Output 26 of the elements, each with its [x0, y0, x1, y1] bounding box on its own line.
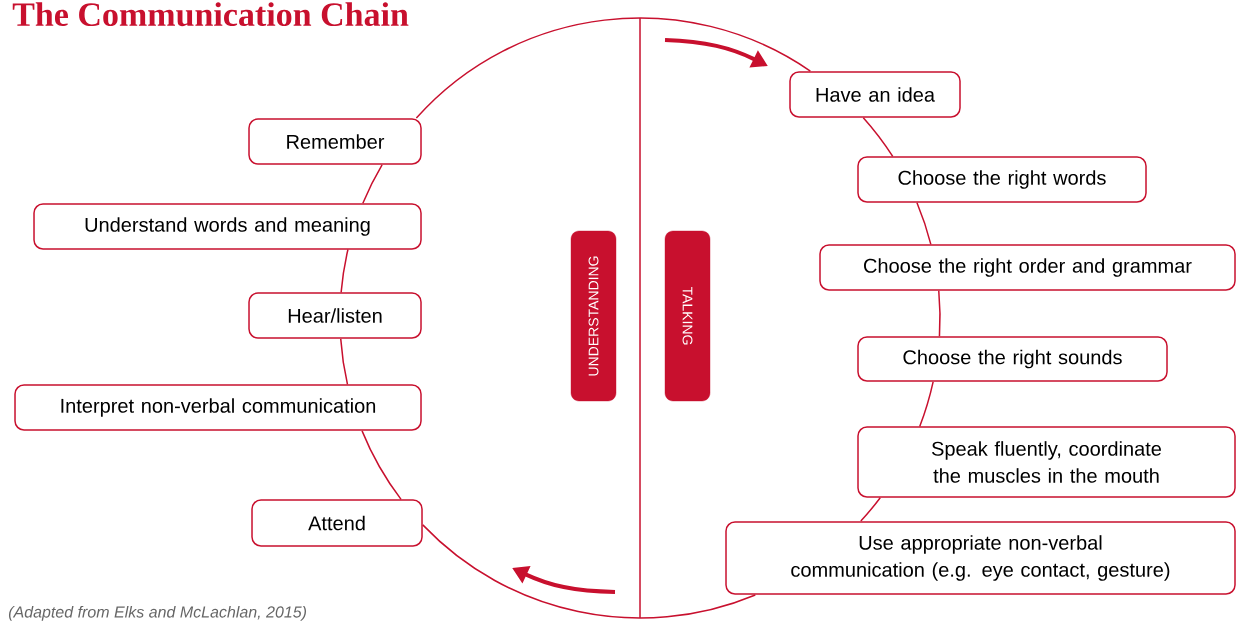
step-box: Attend [251, 499, 423, 547]
connector-arc [422, 524, 757, 619]
step-box: Have an idea [789, 71, 961, 118]
caption: (Adapted from Elks and McLachlan, 2015) [8, 605, 307, 621]
connector-arc [361, 430, 402, 501]
connector-arc [340, 338, 349, 386]
title: The Communication Chain [12, 2, 409, 27]
connector-arc [362, 164, 383, 204]
connector-arc [862, 116, 894, 158]
step-box: Choose the right words [857, 156, 1147, 203]
section-label: UNDERSTANDING [570, 230, 617, 402]
connector-arc [918, 381, 934, 428]
section-label: TALKING [664, 230, 711, 402]
step-box: Choose the right order and grammar [819, 244, 1236, 291]
step-box: Speak fluently, coordinate the muscles in the mouth [857, 426, 1236, 498]
step-box: Choose the right sounds [857, 336, 1168, 382]
connector-arc [938, 290, 941, 338]
connector-arc [415, 17, 812, 119]
connector-arc [340, 248, 349, 294]
step-box: Understand words and meaning [33, 203, 422, 250]
step-box: Hear/listen [248, 292, 422, 339]
step-box: Interpret non-verbal communication [14, 384, 422, 431]
connector-arc [860, 496, 881, 522]
step-box: Use appropriate non-verbal communication (e.g. eye contact, gesture) [725, 521, 1236, 595]
connector-arc [916, 201, 932, 246]
step-box: Remember [248, 118, 422, 165]
